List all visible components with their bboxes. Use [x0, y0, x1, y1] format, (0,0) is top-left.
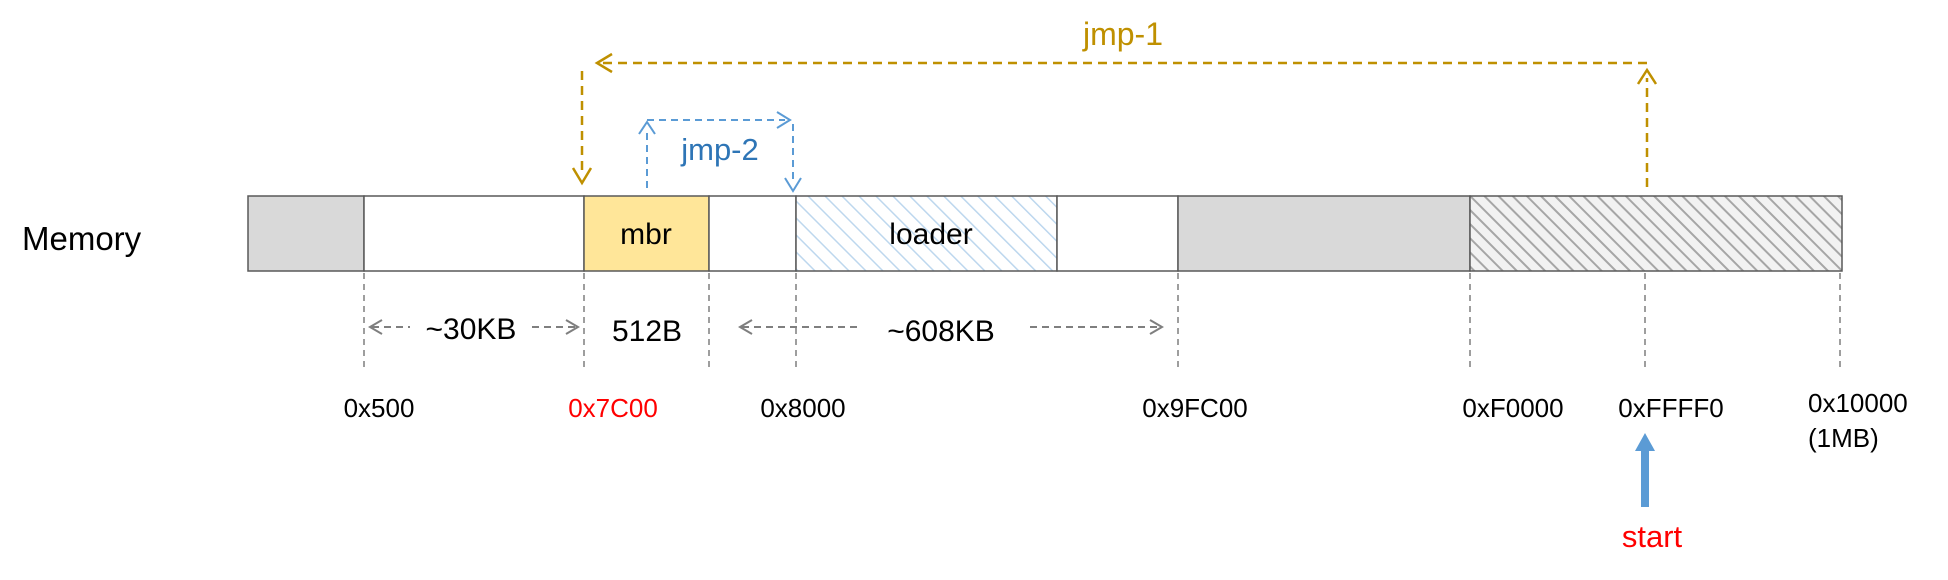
jmp-1-arrowhead-left: [594, 52, 613, 74]
size-30kb-label: ~30KB: [426, 313, 517, 346]
jmp-1-label: jmp-1: [1082, 16, 1163, 52]
start-arrow-icon: [1635, 433, 1655, 507]
segment-bios-rom: [1469, 195, 1843, 272]
address-guides: [363, 273, 1841, 370]
jmp-1-arrowhead-up: [1636, 67, 1658, 85]
size-608kb-label: ~608KB: [887, 315, 995, 348]
segment-loader-label: loader: [889, 218, 972, 251]
size-c-arrowhead-left: [738, 319, 753, 335]
segment-reserved-low: [247, 195, 365, 272]
size-a-arrowhead-left: [368, 319, 383, 335]
address-0x9fc00: 0x9FC00: [1142, 393, 1248, 423]
address-0x10000: 0x10000: [1808, 388, 1908, 418]
jmp-2-path: [646, 119, 794, 188]
address-0x500: 0x500: [344, 393, 415, 423]
jmp-2-arrowhead-down: [784, 177, 802, 193]
row-label-memory: Memory: [22, 220, 142, 257]
address-0x8000: 0x8000: [760, 393, 845, 423]
segment-loader: [795, 195, 1058, 272]
jmp-1-arrowhead-down: [571, 167, 593, 186]
jmp-2-arrowhead-right: [776, 111, 792, 129]
segment-mbr-label: mbr: [620, 218, 672, 251]
jmp-1-path: [580, 61, 1649, 187]
segment-free-after-loader: [1056, 195, 1179, 272]
address-0x7c00: 0x7C00: [568, 393, 658, 423]
size-a-arrowhead-right: [565, 319, 580, 335]
jmp-2-arrowhead-up: [638, 120, 656, 135]
start-label: start: [1622, 519, 1683, 554]
address-0xffff0: 0xFFFF0: [1618, 393, 1723, 423]
size-c-arrowhead-right: [1149, 319, 1164, 335]
segment-reserved-high: [1177, 195, 1471, 272]
address-0xf0000: 0xF0000: [1462, 393, 1563, 423]
segment-mbr: [583, 195, 710, 272]
segment-gap: [708, 195, 797, 272]
jmp-2-label: jmp-2: [680, 132, 759, 167]
size-512b-label: 512B: [612, 315, 682, 348]
segment-free-30kb: [363, 195, 585, 272]
address-1mb-note: (1MB): [1808, 423, 1879, 453]
